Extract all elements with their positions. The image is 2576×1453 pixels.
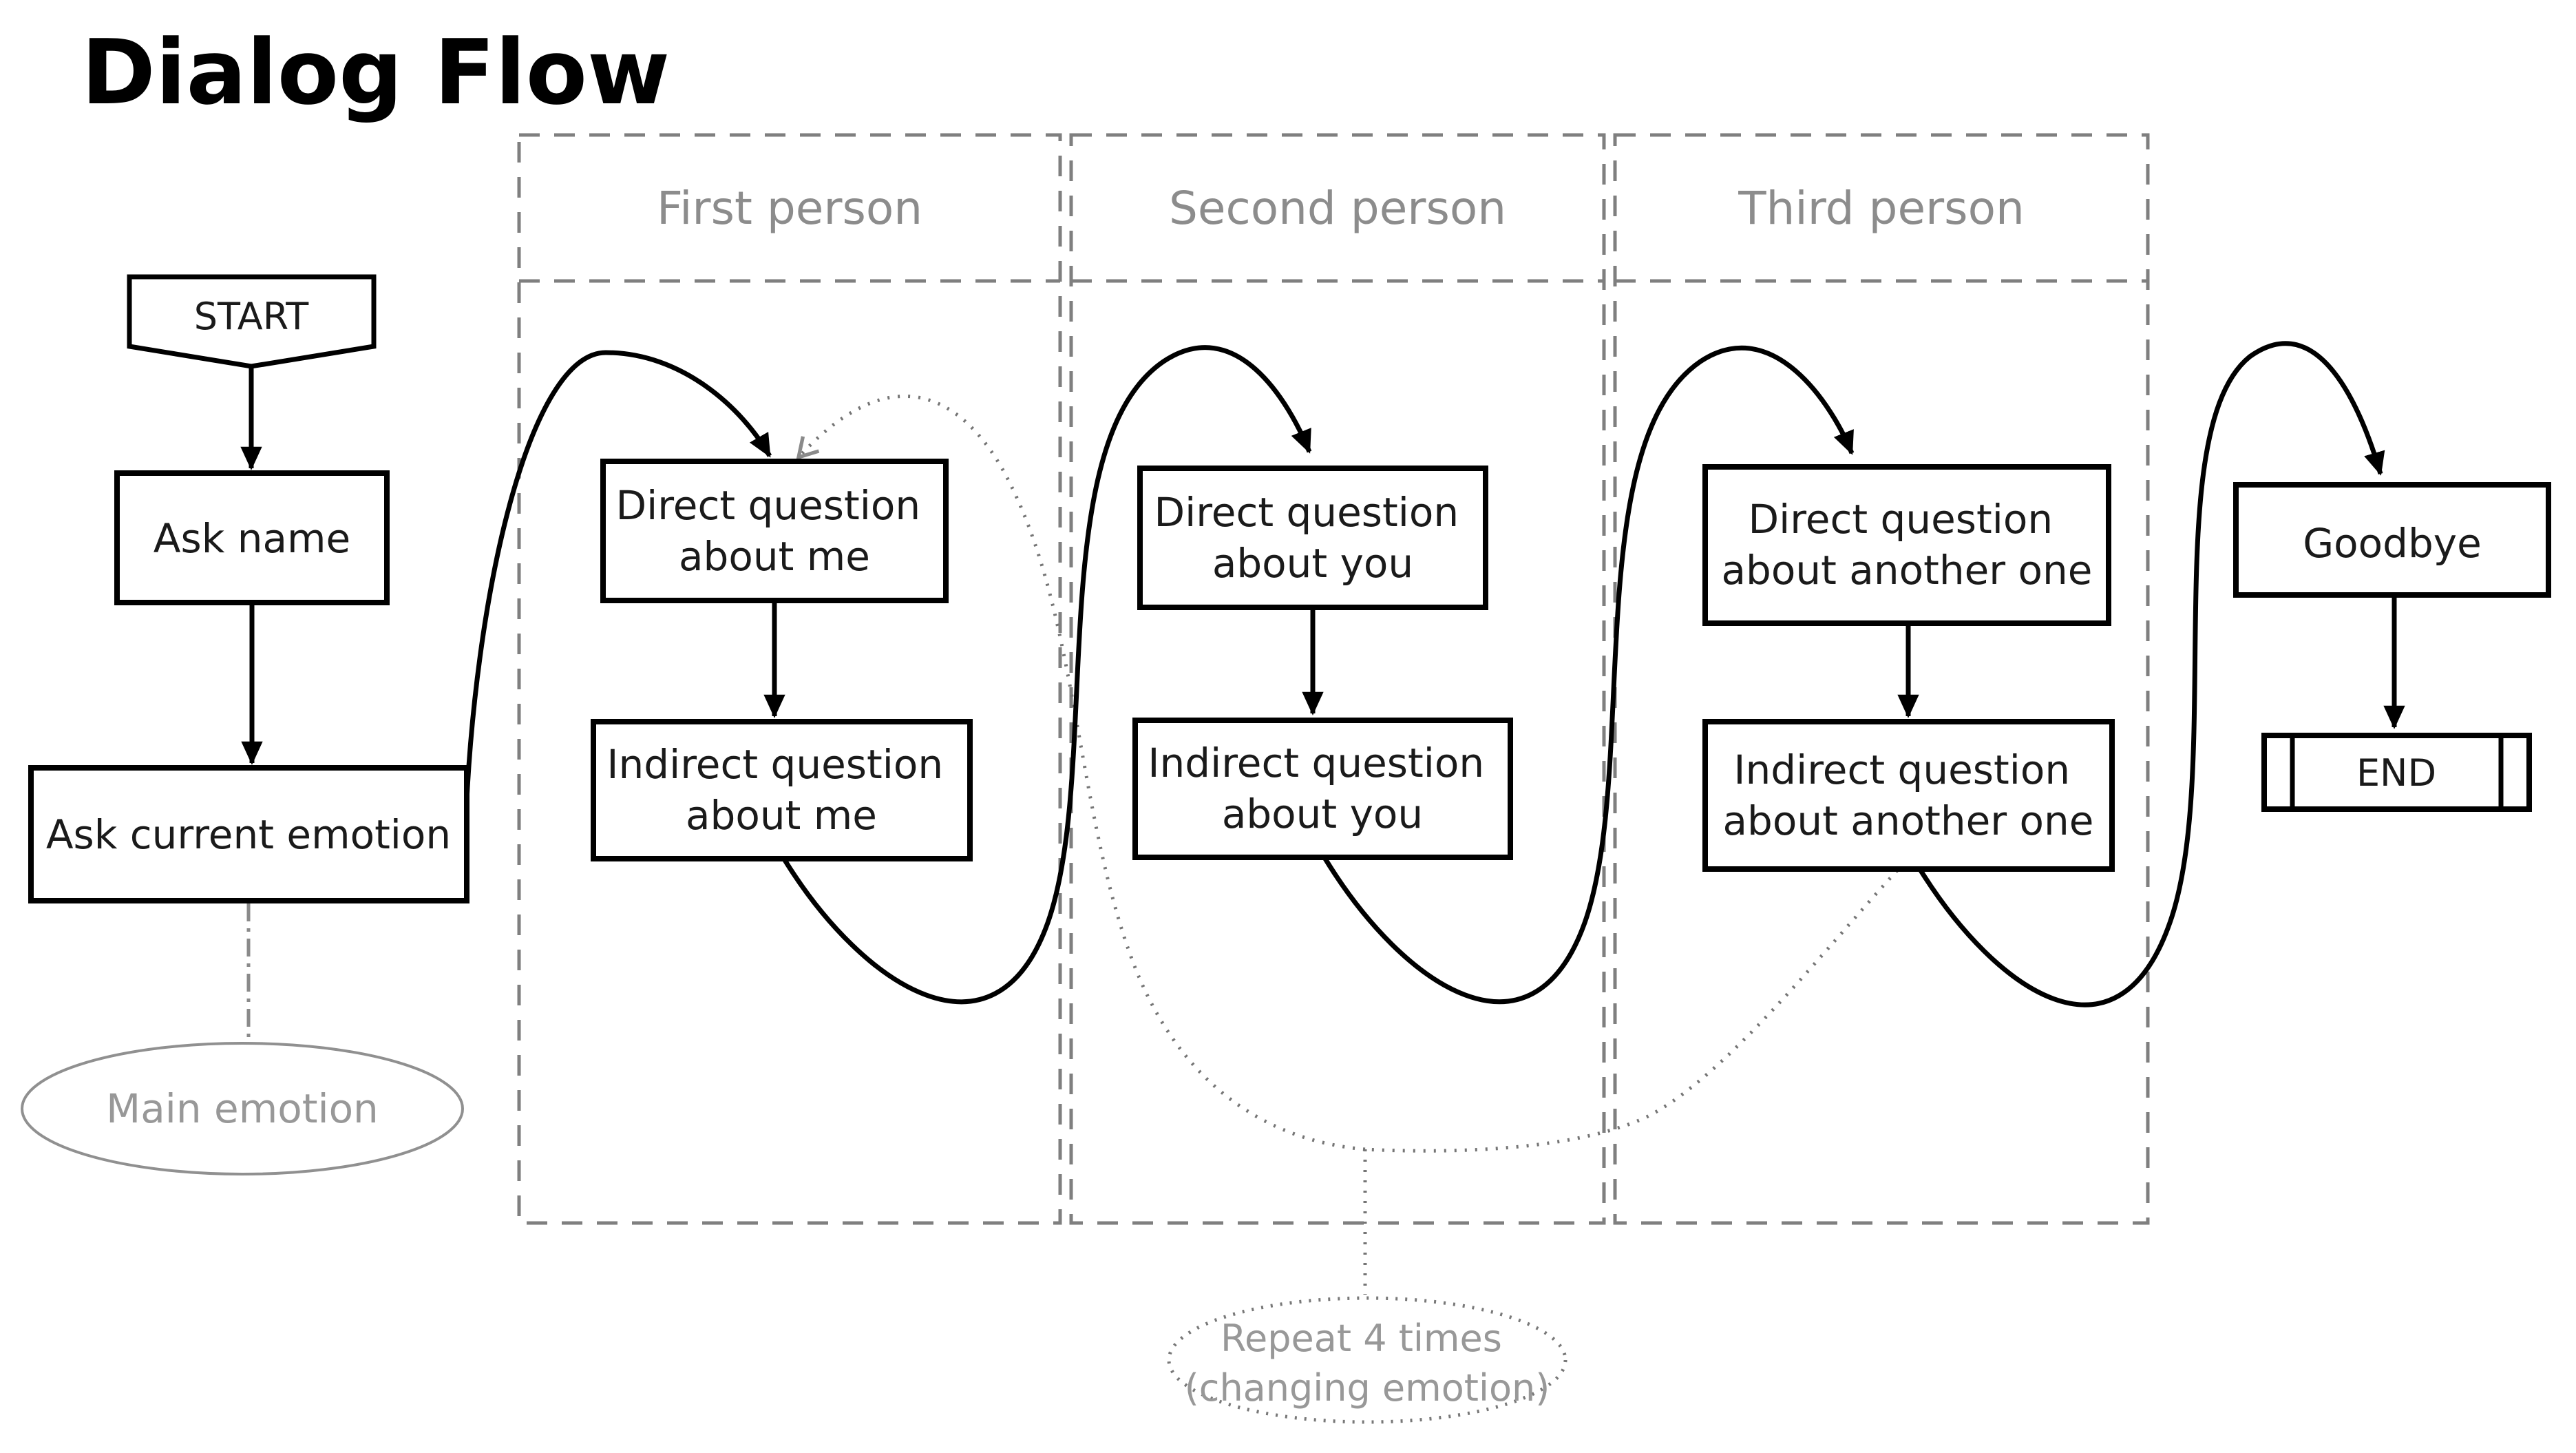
goodbye-label: Goodbye [2303,520,2482,567]
edge-indirect-me-to-direct-you [783,345,1312,1005]
ask-current-emotion-label: Ask current emotion [46,811,451,858]
edge-repeat-to-direct-me [796,394,1366,1151]
cluster-first-person-border [517,133,1062,1225]
main-emotion-shape [21,1042,464,1175]
indirect-question-you-shape [1132,718,1513,860]
direct-question-you-label: Direct question about you [1154,489,1471,587]
node-main-emotion: Main emotion [21,1042,464,1175]
indirect-question-me-shape [591,719,973,861]
cluster-second-person: Second person [1069,133,1606,1225]
indirect-question-you-label: Indirect question about you [1148,740,1497,837]
repeat-note-label: Repeat 4 times (changing emotion) [1185,1317,1550,1410]
edge-askemotion-to-direct-me [463,350,772,833]
node-direct-question-another: Direct question about another one [1702,464,2111,626]
direct-question-you-shape [1137,466,1488,610]
node-ask-current-emotion: Ask current emotion [28,765,469,903]
node-indirect-question-me: Indirect question about me [591,719,973,861]
indirect-question-another-shape [1702,719,2115,872]
direct-question-me-label: Direct question about me [615,482,933,580]
direct-question-another-shape [1702,464,2111,626]
node-start: START [127,274,377,369]
direct-question-me-shape [600,459,949,603]
main-emotion-label: Main emotion [106,1085,379,1132]
node-indirect-question-you: Indirect question about you [1132,718,1513,860]
cluster-third-person-border [1613,133,2150,1225]
repeat-note-shape [1167,1296,1567,1424]
ask-current-emotion-shape [28,765,469,903]
node-direct-question-you: Direct question about you [1137,466,1488,610]
cluster-second-person-border [1069,133,1606,1225]
ask-name-label: Ask name [154,515,350,562]
end-label: END [2356,751,2436,795]
edge-indirect-another-to-goodbye [1919,341,2385,1007]
edge-indirect-you-to-direct-another [1323,345,1855,1005]
cluster-third-person-label: Third person [1738,182,2025,235]
cluster-second-person-label: Second person [1169,182,1506,235]
node-repeat-note: Repeat 4 times (changing emotion) [1167,1296,1567,1424]
end-shape [2261,733,2532,812]
direct-question-another-label: Direct question about another one [1722,496,2093,594]
cluster-first-person-label: First person [657,182,922,235]
start-shape [127,274,377,369]
node-end: END [2261,733,2532,812]
node-indirect-question-another: Indirect question about another one [1702,719,2115,872]
goodbye-shape [2233,482,2551,598]
node-goodbye: Goodbye [2233,482,2551,598]
ask-name-shape [114,470,390,605]
indirect-question-another-label: Indirect question about another one [1723,746,2094,844]
edge-indirect-another-to-repeat [1364,869,1899,1153]
node-ask-name: Ask name [114,470,390,605]
cluster-first-person: First person [517,133,1062,1225]
cluster-third-person: Third person [1613,133,2150,1225]
start-label: START [194,295,310,338]
page-title: Dialog Flow [81,20,670,125]
indirect-question-me-label: Indirect question about me [606,741,956,839]
node-direct-question-me: Direct question about me [600,459,949,603]
